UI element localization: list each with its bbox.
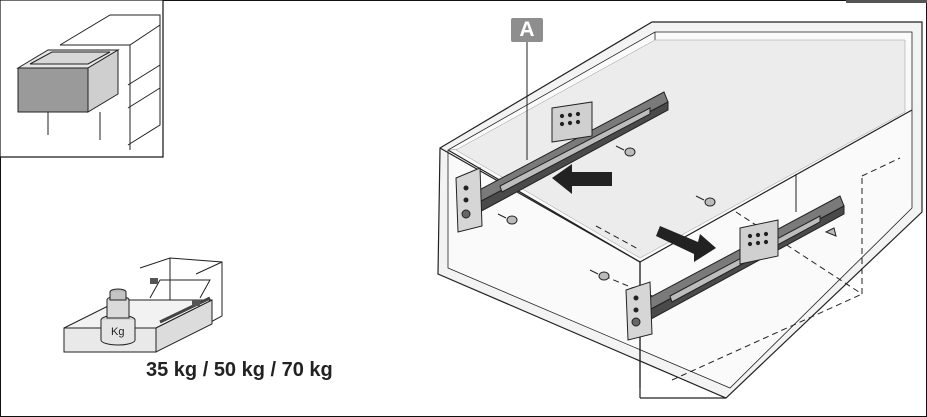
pull-arrow <box>656 226 716 262</box>
screw-icons <box>497 145 837 281</box>
top-bar-right <box>846 0 927 3</box>
weight-symbol-label: Kg <box>111 326 125 338</box>
left-rail <box>455 91 669 233</box>
callout-label-a: A <box>511 18 543 42</box>
push-arrow <box>552 164 612 194</box>
right-rail <box>625 174 845 341</box>
cabinet-interior <box>455 39 906 259</box>
inset-drawer-illustration <box>16 14 161 150</box>
weight-icon <box>100 288 136 346</box>
load-drawer-illustration <box>63 257 223 353</box>
load-capacity-label: 35 kg / 50 kg / 70 kg <box>146 359 333 381</box>
